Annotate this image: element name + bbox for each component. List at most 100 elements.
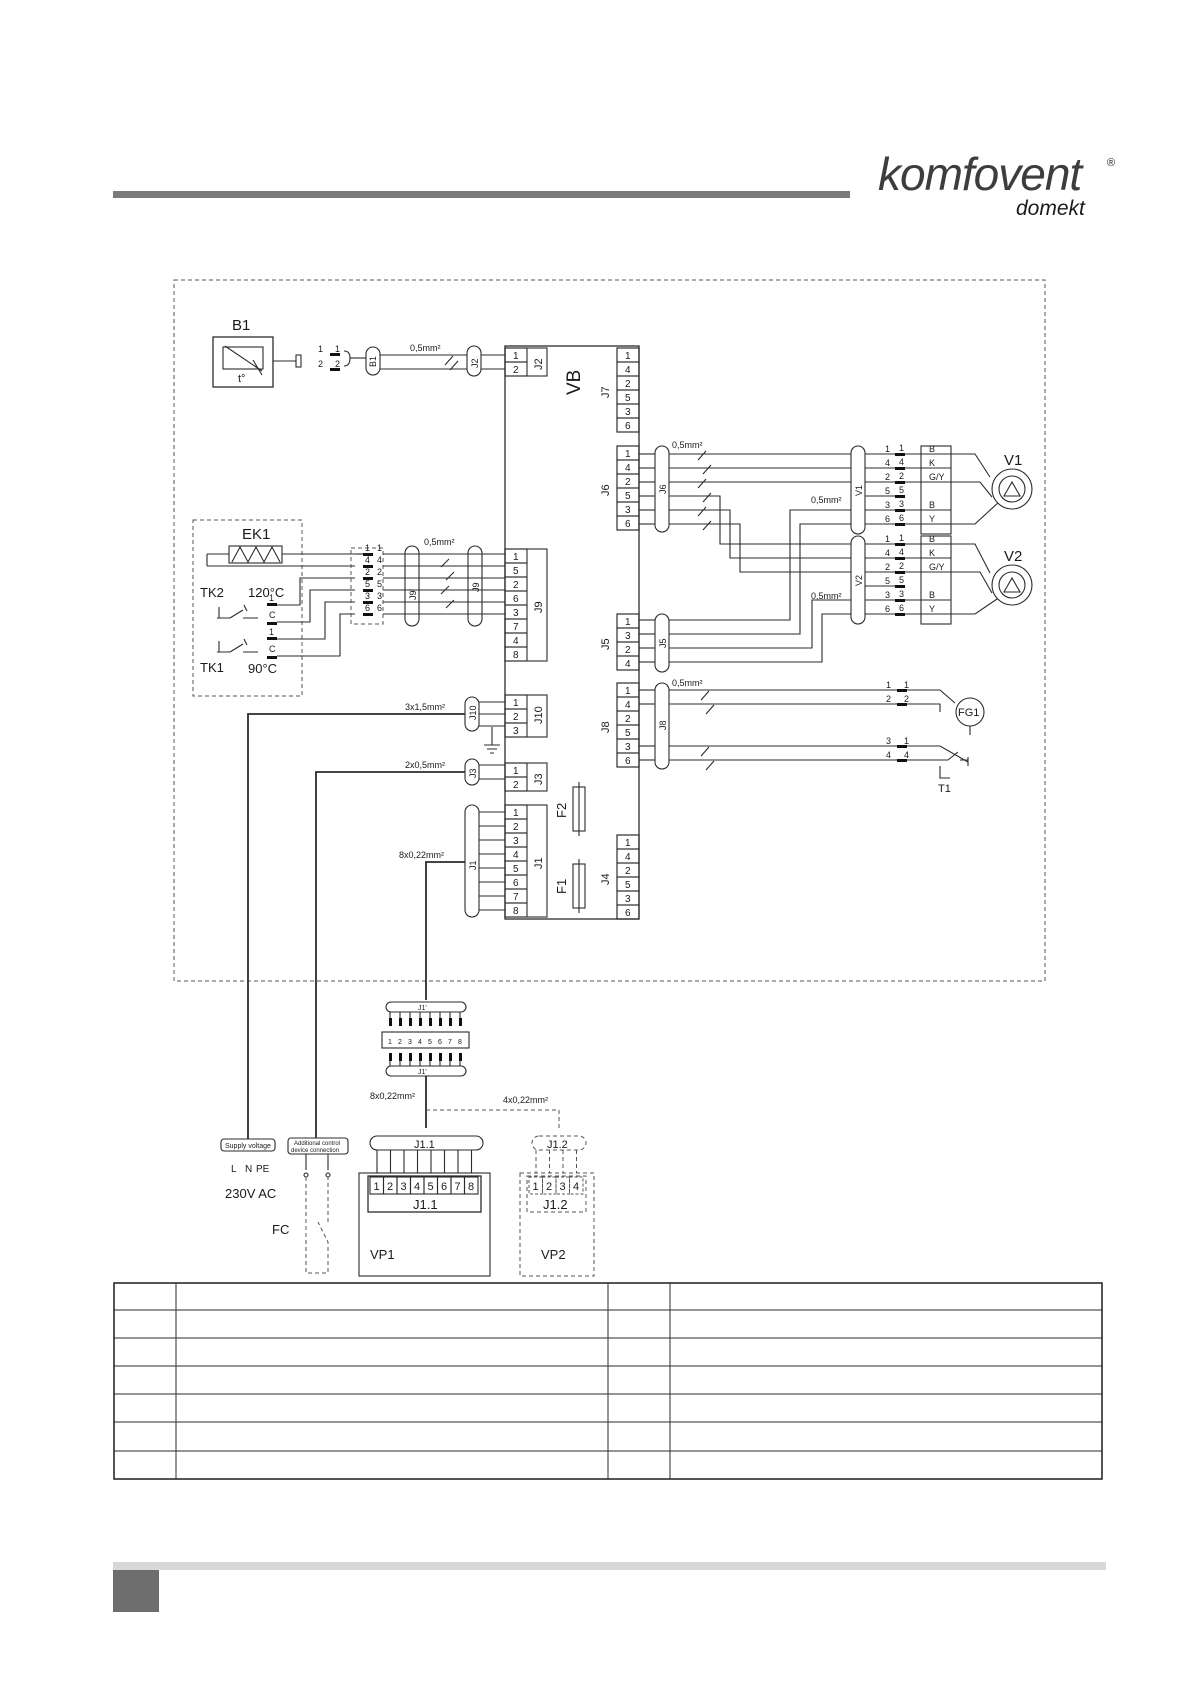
svg-text:4: 4 <box>418 1039 422 1046</box>
vp2-pin: 3 <box>560 1181 566 1193</box>
label-j2: J2 <box>533 358 545 370</box>
svg-text:1: 1 <box>899 443 904 453</box>
svg-text:4: 4 <box>885 548 890 558</box>
pin-j1-1: 1 <box>513 808 519 819</box>
svg-text:V1: V1 <box>854 485 864 496</box>
svg-text:2: 2 <box>398 1039 402 1046</box>
svg-text:1: 1 <box>318 344 323 354</box>
pin-j7-2: 2 <box>625 379 631 390</box>
pin-j8-6: 6 <box>625 756 631 767</box>
pin-j7-6: 6 <box>625 421 631 432</box>
svg-text:3: 3 <box>885 500 890 510</box>
svg-text:1: 1 <box>335 344 340 354</box>
tk2-label: TK2 <box>200 585 224 600</box>
svg-text:4: 4 <box>365 555 370 565</box>
supply-voltage: 230V AC <box>225 1186 276 1201</box>
svg-text:6: 6 <box>899 513 904 523</box>
svg-text:2: 2 <box>886 694 891 704</box>
svg-text:2: 2 <box>885 472 890 482</box>
svg-text:4x0,22mm²: 4x0,22mm² <box>503 1095 548 1105</box>
t1-label: T1 <box>938 783 951 795</box>
wire-color-label: Y <box>929 514 935 524</box>
svg-text:PE: PE <box>256 1164 270 1175</box>
svg-text:C: C <box>269 644 276 654</box>
pin-j9-8: 8 <box>513 650 519 661</box>
svg-text:1: 1 <box>269 627 274 637</box>
pin-j9-2: 2 <box>513 580 519 591</box>
pin-j6-4: 4 <box>625 463 631 474</box>
svg-text:6: 6 <box>377 603 382 613</box>
wire-color-label: Y <box>929 604 935 614</box>
brand-sub: domekt <box>1016 197 1086 220</box>
j9-harness: J9' J9 0,5mm² <box>383 537 505 627</box>
svg-text:5: 5 <box>428 1039 432 1046</box>
pin-j4-1: 1 <box>625 838 631 849</box>
svg-text:1: 1 <box>377 543 382 553</box>
pin-j5-2: 2 <box>625 645 631 656</box>
svg-text:8x0,22mm²: 8x0,22mm² <box>370 1091 415 1101</box>
svg-text:J1: J1 <box>468 860 478 870</box>
svg-text:2: 2 <box>904 694 909 704</box>
svg-text:N: N <box>245 1164 252 1175</box>
j9p-label: J9' <box>408 588 418 600</box>
vb-label: VB <box>564 370 585 395</box>
vp2-label: VP2 <box>541 1247 566 1262</box>
brand-reg: ® <box>1107 157 1115 169</box>
label-j7: J7 <box>600 386 612 398</box>
svg-text:6: 6 <box>438 1039 442 1046</box>
b1-sub: t° <box>238 373 245 385</box>
vp2-pin: 4 <box>573 1181 579 1193</box>
heater-ek1: EK1 TK2 120°C TK1 90°C 1 C 1 C <box>192 519 384 697</box>
brand-name: komfovent <box>878 148 1084 200</box>
svg-text:5: 5 <box>899 485 904 495</box>
label-j6: J6 <box>600 484 612 496</box>
pin-j9-1: 1 <box>513 552 519 563</box>
label-j1: J1 <box>533 857 545 869</box>
svg-text:J3: J3 <box>468 768 478 778</box>
svg-text:6: 6 <box>885 604 890 614</box>
svg-text:3: 3 <box>365 591 370 601</box>
svg-text:2: 2 <box>365 567 370 577</box>
pin-j1-2: 2 <box>513 822 519 833</box>
label-j5: J5 <box>600 638 612 650</box>
svg-text:Additional control: Additional control <box>294 1141 340 1147</box>
brand-logo: komfovent ® domekt <box>878 148 1115 220</box>
svg-text:0,5mm²: 0,5mm² <box>672 440 703 450</box>
svg-text:5: 5 <box>899 575 904 585</box>
svg-text:V1: V1 <box>1004 452 1022 469</box>
supply-block: Supply voltage L N PE 230V AC <box>220 1138 276 1201</box>
svg-text:3: 3 <box>885 590 890 600</box>
ek1-label: EK1 <box>242 526 270 543</box>
pin-j8-4: 4 <box>625 700 631 711</box>
additional-block: Additional control device connection FC <box>272 1137 349 1274</box>
svg-text:5: 5 <box>365 579 370 589</box>
svg-text:8: 8 <box>458 1039 462 1046</box>
wire-color-label: B <box>929 534 935 544</box>
pin-j7-1: 1 <box>625 351 631 362</box>
svg-text:3: 3 <box>886 736 891 746</box>
vp1-pin: 5 <box>428 1181 434 1193</box>
pin-j2-1: 1 <box>513 351 519 362</box>
wire-color-label: G/Y <box>929 472 945 482</box>
unit-boundary <box>173 279 1046 982</box>
svg-text:2x0,5mm²: 2x0,5mm² <box>405 760 445 770</box>
pin-j4-6: 6 <box>625 908 631 919</box>
pin-j9-6: 6 <box>513 594 519 605</box>
svg-text:2: 2 <box>377 567 382 577</box>
fuse-f1-label: F1 <box>554 879 569 894</box>
pin-j4-5: 5 <box>625 880 631 891</box>
fg1-label: FG1 <box>958 707 979 719</box>
svg-text:J9: J9 <box>471 582 481 592</box>
vp2-pin: 2 <box>546 1181 552 1193</box>
pin-j9-7: 7 <box>513 622 519 633</box>
svg-text:1: 1 <box>886 680 891 690</box>
